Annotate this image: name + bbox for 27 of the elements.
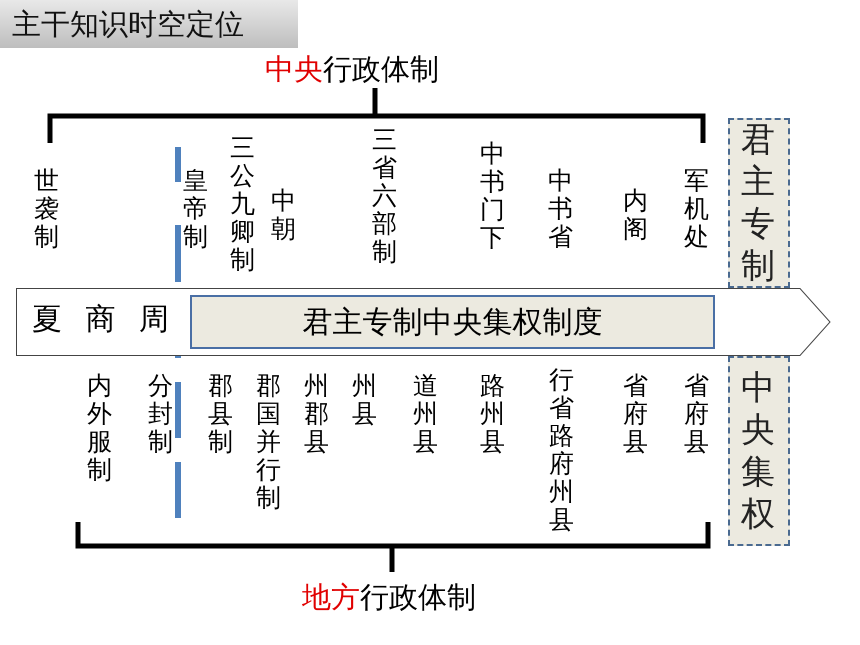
system-label: 州郡县 [304, 372, 330, 456]
system-label: 世袭制 [34, 167, 60, 251]
system-label: 道州县 [413, 372, 439, 456]
system-label: 军机处 [684, 167, 710, 251]
dynasty-names: 夏 商 周 [32, 302, 170, 338]
system-box: 君主专制中央集权制度 [190, 295, 715, 349]
system-label: 三省六部制 [372, 126, 398, 266]
system-label: 内外服制 [87, 372, 113, 484]
section-heading: 中央行政体制 [265, 51, 439, 88]
system-label: 郡县制 [208, 372, 234, 456]
label-box: 君主专制 [728, 118, 790, 288]
label-box: 中央集权 [728, 356, 790, 546]
title-banner: 主干知识时空定位 [0, 0, 298, 48]
system-label: 郡国并行制 [256, 372, 282, 512]
system-label: 中书门下 [480, 140, 506, 252]
system-label: 内阁 [623, 187, 649, 243]
system-label: 省府县 [684, 372, 710, 456]
system-label: 分封制 [148, 372, 174, 456]
system-label: 省府县 [623, 372, 649, 456]
section-heading: 地方行政体制 [302, 579, 476, 616]
system-label: 中书省 [548, 167, 574, 251]
system-label: 皇帝制 [183, 167, 209, 251]
system-label: 州县 [352, 372, 378, 428]
system-label: 行省路府州县 [549, 366, 575, 534]
system-label: 路州县 [480, 372, 506, 456]
system-label: 三公九卿制 [230, 134, 256, 274]
system-label: 中朝 [271, 187, 297, 243]
